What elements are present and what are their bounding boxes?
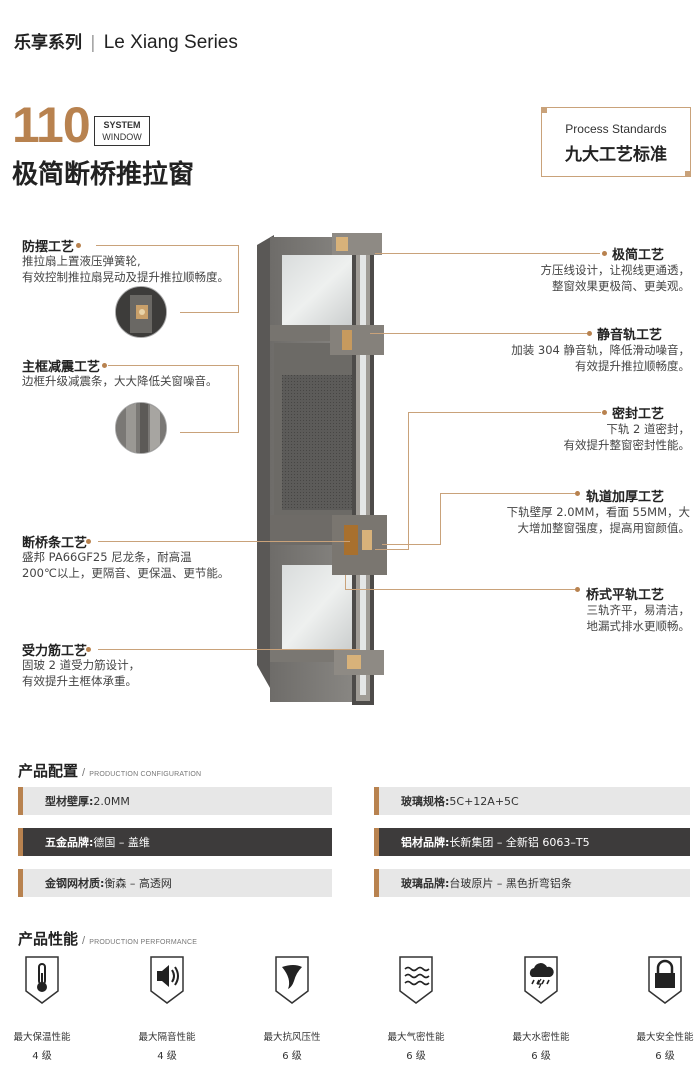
feature-right-2-title: 密封工艺 <box>612 407 665 422</box>
config-row-0-right: 玻璃规格:5C+12A+5C <box>374 787 690 815</box>
system-window-badge: SYSTEM WINDOW <box>94 116 150 146</box>
process-standards-en: Process Standards <box>565 122 667 136</box>
process-standards-cn: 九大工艺标准 <box>565 145 667 165</box>
config-subtitle: PRODUCTION CONFIGURATION <box>89 771 202 778</box>
feature-left-2-desc: 盛邦 PA66GF25 尼龙条，耐高温 200℃以上，更隔音、更保温、更节能。 <box>22 550 230 580</box>
product-name: 极简断桥推拉窗 <box>12 160 195 190</box>
window-cross-section-image <box>257 233 387 705</box>
config-row-2-left: 金钢网材质:衡森 – 高透网 <box>18 869 332 897</box>
feature-right-3-desc: 下轨壁厚 2.0MM，看面 55MM，大 大增加整窗强度，提高用窗颜值。 <box>506 505 690 535</box>
feature-left-0-desc: 推拉扇上置液压弹簧轮, 有效控制推拉扇晃动及提升推拉顺畅度。 <box>22 254 229 284</box>
perf-item-insulation: 最大保温性能 4 级 <box>12 955 72 1062</box>
perf-item-airtight: 最大气密性能 6 级 <box>386 955 446 1062</box>
series-cn: 乐享系列 <box>14 33 82 53</box>
feature-right-4-desc: 三轨齐平，易清洁， 地漏式排水更顺畅。 <box>586 603 691 633</box>
series-separator: | <box>90 33 96 53</box>
feature-right-0-desc: 方压线设计，让视线更通透， 整窗效果更极简、更美观。 <box>540 263 691 293</box>
badge-line2: WINDOW <box>102 132 142 142</box>
performance-subtitle: PRODUCTION PERFORMANCE <box>89 939 198 946</box>
feature-right-0-title: 极简工艺 <box>612 248 665 263</box>
feature-left-1-desc: 边框升级减震条，大大降低关窗噪音。 <box>22 374 218 388</box>
config-row-1-right: 铝材品牌:长新集团 – 全新铝 6063–T5 <box>374 828 690 856</box>
perf-item-watertight: 最大水密性能 6 级 <box>511 955 571 1062</box>
wind-icon <box>275 956 309 1004</box>
air-waves-icon <box>399 956 433 1004</box>
rain-cloud-icon <box>524 956 558 1004</box>
anti-swing-detail-image <box>115 286 167 338</box>
feature-left-3-title: 受力筋工艺 <box>22 644 88 659</box>
config-row-1-left: 五金品牌:德国 – 盖维 <box>18 828 332 856</box>
lock-icon <box>648 956 682 1004</box>
feature-right-4-title: 桥式平轨工艺 <box>586 588 665 603</box>
feature-left-1-title: 主框减震工艺 <box>22 360 101 375</box>
badge-line1: SYSTEM <box>103 120 141 130</box>
feature-left-2-title: 断桥条工艺 <box>22 536 88 551</box>
series-en: Le Xiang Series <box>103 32 238 53</box>
thermometer-icon <box>25 956 59 1004</box>
process-standards-box: Process Standards 九大工艺标准 <box>541 107 691 177</box>
series-title: 乐享系列 | Le Xiang Series <box>14 28 238 54</box>
model-number: 110 <box>12 97 91 153</box>
feature-right-1-title: 静音轨工艺 <box>597 328 663 343</box>
speaker-icon <box>150 956 184 1004</box>
perf-item-soundproof: 最大隔音性能 4 级 <box>137 955 197 1062</box>
performance-title: 产品性能 <box>18 930 79 948</box>
perf-item-wind-pressure: 最大抗风压性 6 级 <box>262 955 322 1062</box>
shock-absorb-detail-image <box>115 402 167 454</box>
perf-item-security: 最大安全性能 6 级 <box>635 955 695 1062</box>
feature-right-2-desc: 下轨 2 道密封， 有效提升整窗密封性能。 <box>563 422 691 452</box>
performance-header: 产品性能 / PRODUCTION PERFORMANCE <box>18 930 198 948</box>
feature-right-1-desc: 加装 304 静音轨，降低滑动噪音， 有效提升推拉顺畅度。 <box>511 343 690 373</box>
config-title: 产品配置 <box>18 762 79 780</box>
feature-right-3-title: 轨道加厚工艺 <box>586 490 665 505</box>
config-row-2-right: 玻璃品牌:台玻原片 – 黑色折弯铝条 <box>374 869 690 897</box>
feature-left-0-title: 防摆工艺 <box>22 240 75 255</box>
feature-left-3-desc: 固玻 2 道受力筋设计， 有效提升主框体承重。 <box>22 658 141 688</box>
config-header: 产品配置 / PRODUCTION CONFIGURATION <box>18 762 202 780</box>
config-row-0-left: 型材壁厚:2.0MM <box>18 787 332 815</box>
